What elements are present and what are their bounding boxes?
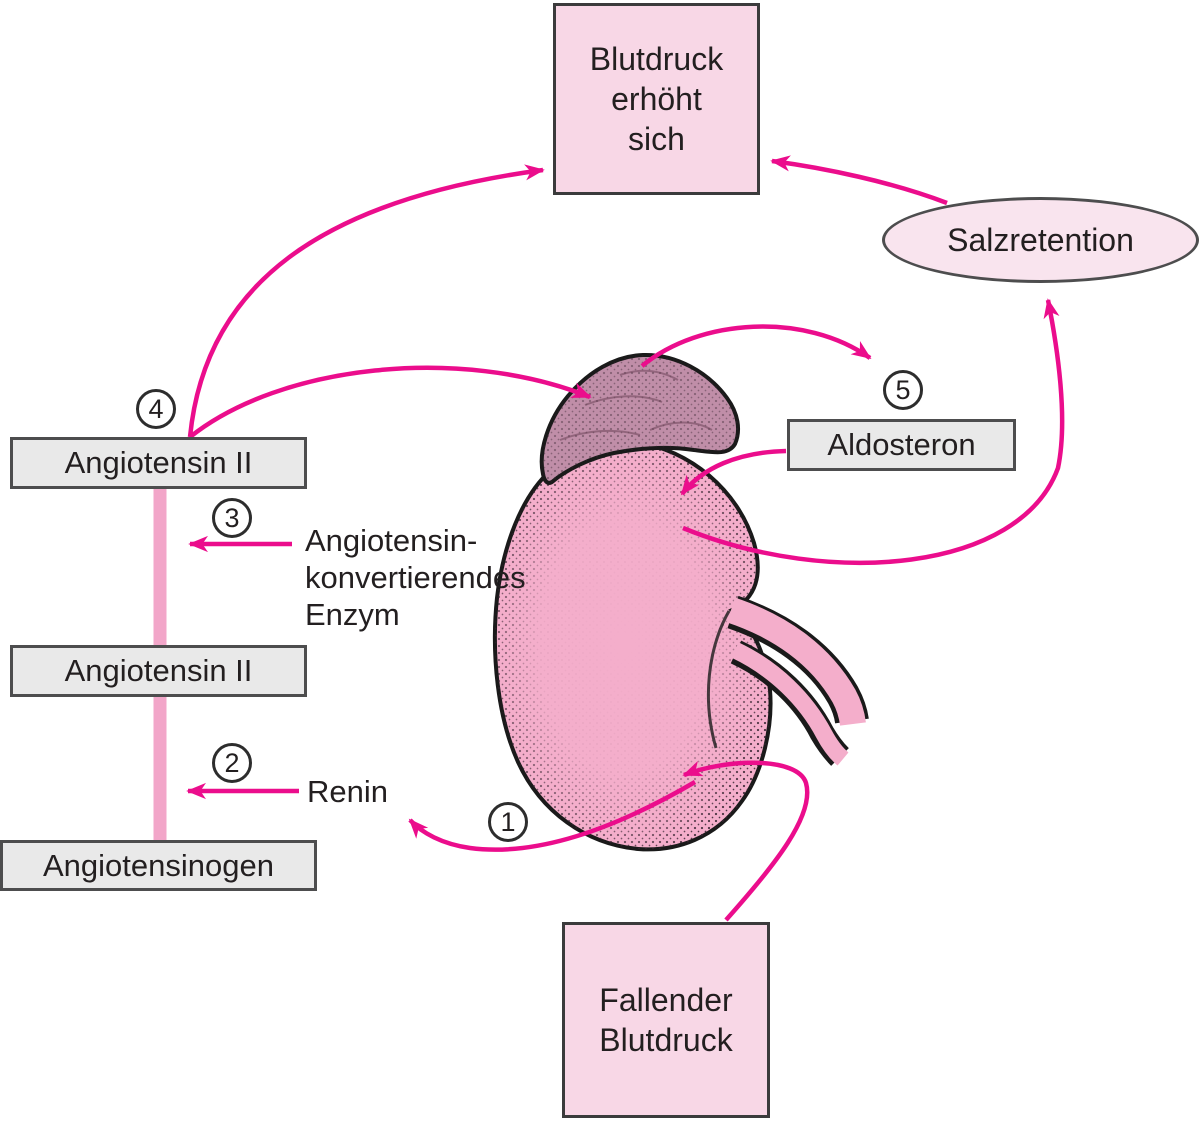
step-circle-1: 1	[488, 802, 528, 842]
arrow-angiotensin2-to-adrenal	[188, 365, 592, 439]
renal-vessel	[726, 595, 869, 726]
step-circle-2: 2	[212, 743, 252, 783]
node-aldosteron: Aldosteron	[787, 419, 1016, 471]
kidney-hilum-crease	[706, 610, 731, 749]
node-salzretention: Salzretention	[882, 197, 1199, 283]
node-fallender-blutdruck: Fallender Blutdruck	[562, 922, 770, 1118]
node-angiotensin-ii-lower: Angiotensin II	[10, 645, 307, 697]
arrow-fallender-blutdruck-to-kidney	[682, 760, 810, 922]
arrow-kidney-to-renin	[408, 780, 697, 852]
label-ace-enzym: Angiotensin- konvertierendes Enzym	[305, 523, 526, 632]
node-angiotensinogen: Angiotensinogen	[0, 840, 317, 891]
step-circle-4: 4	[136, 389, 176, 429]
label-renin: Renin	[307, 774, 388, 809]
node-blutdruck-erhoeht: Blutdruck erhöht sich	[553, 3, 760, 195]
arrow-salzretention-to-blutdruck	[770, 155, 948, 206]
adrenal-lobule-lines	[559, 369, 713, 441]
arrow-kidney-to-salzretention	[682, 298, 1065, 565]
arrow-adrenal-to-aldosteron	[640, 324, 872, 368]
step-circle-5: 5	[883, 370, 923, 410]
arrow-aldosteron-to-kidney	[680, 448, 787, 496]
step-circle-3: 3	[212, 498, 252, 538]
arrow-angiotensin2-to-blutdruck	[187, 164, 545, 438]
ureter	[730, 640, 849, 766]
node-angiotensin-ii-upper: Angiotensin II	[10, 437, 307, 489]
kidney-stipple-texture	[494, 441, 771, 850]
